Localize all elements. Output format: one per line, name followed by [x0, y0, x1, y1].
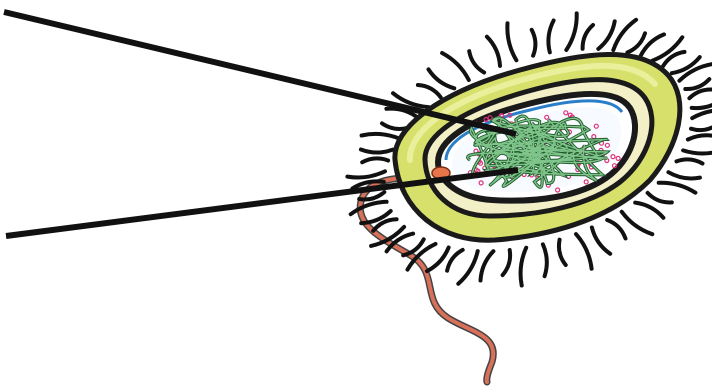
- pilus: [503, 250, 511, 275]
- pilus: [487, 37, 500, 66]
- pilus: [688, 135, 712, 139]
- pilus: [691, 125, 712, 130]
- pointer-line-upper: [4, 12, 516, 134]
- pilus: [351, 202, 387, 214]
- pilus: [429, 69, 455, 88]
- pilus: [668, 172, 700, 178]
- pilus: [622, 212, 653, 235]
- pilus: [521, 248, 527, 286]
- pilus: [683, 150, 712, 153]
- pilus: [576, 234, 592, 269]
- pilus: [692, 110, 712, 118]
- pilus: [659, 183, 696, 193]
- pilus: [692, 99, 712, 108]
- pilus: [507, 23, 516, 60]
- pilus: [347, 171, 385, 177]
- pilus: [361, 150, 393, 153]
- pilus: [458, 251, 477, 284]
- pilus: [583, 25, 593, 49]
- pilus: [362, 158, 388, 162]
- pilus: [481, 251, 494, 280]
- pilus: [689, 90, 712, 99]
- pilus: [532, 30, 536, 56]
- pilus: [559, 240, 566, 265]
- pilus: [598, 21, 614, 49]
- pilus: [543, 244, 547, 276]
- pilus: [635, 203, 663, 218]
- pilus: [685, 79, 709, 89]
- pilus: [469, 51, 484, 72]
- pilus: [592, 228, 610, 254]
- pilus: [652, 37, 682, 60]
- pilus: [447, 250, 463, 271]
- pilus: [548, 21, 553, 53]
- pilus: [677, 159, 703, 163]
- pilus: [679, 64, 712, 81]
- pilus: [566, 13, 576, 50]
- pilus: [427, 248, 449, 272]
- pilus: [382, 123, 408, 129]
- pilus: [648, 193, 672, 203]
- pilus: [613, 20, 636, 50]
- pilus: [607, 220, 625, 239]
- pilus: [362, 134, 400, 139]
- pilus: [418, 85, 441, 97]
- pilus: [442, 53, 469, 80]
